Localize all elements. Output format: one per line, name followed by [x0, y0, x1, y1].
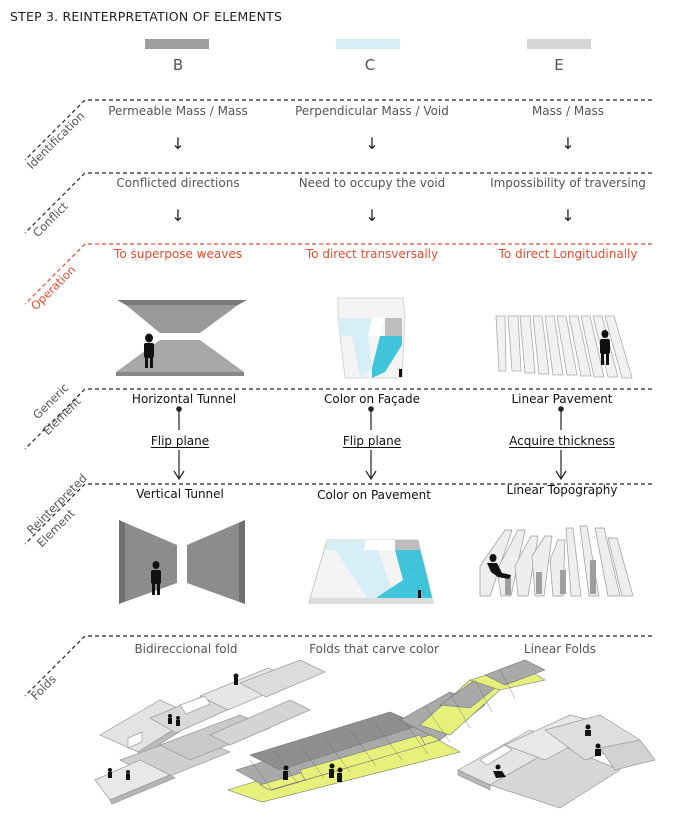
folds-c: Folds that carve color: [309, 642, 439, 656]
arrow-down-icon: ↓: [561, 206, 575, 225]
arrow-down-icon: ↓: [171, 134, 185, 153]
folds-b: Bidireccional fold: [134, 642, 238, 656]
column-c-letter: C: [364, 56, 376, 74]
color-on-pavement-illustration: [308, 539, 434, 604]
reinterpreted-c: Color on Pavement: [317, 488, 431, 502]
identification-e: Mass / Mass: [531, 104, 605, 118]
column-c-swatch: [336, 39, 400, 49]
reinterpreted-b: Vertical Tunnel: [136, 487, 224, 501]
page-title: STEP 3. REINTERPRETATION OF ELEMENTS: [10, 9, 283, 24]
horizontal-tunnel-illustration: [116, 300, 247, 376]
transform-b: Flip plane: [150, 434, 210, 448]
identification-c: Perpendicular Mass / Void: [295, 104, 449, 118]
transform-e: Acquire thickness: [509, 434, 615, 448]
reinterpreted-e: Linear Topography: [506, 483, 618, 497]
column-e-letter: E: [554, 56, 564, 74]
conflict-e: Impossibility of traversing: [490, 176, 646, 190]
column-b-swatch: [145, 39, 209, 49]
vertical-tunnel-illustration: [119, 520, 245, 604]
identification-b: Permeable Mass / Mass: [108, 104, 248, 118]
conflict-c: Need to occupy the void: [298, 176, 446, 190]
arrow-down-icon: ↓: [365, 134, 379, 153]
generic-c: Color on Façade: [323, 392, 420, 406]
generic-b: Horizontal Tunnel: [131, 392, 237, 406]
color-on-facade-illustration: [337, 297, 406, 379]
conflict-b: Conflicted directions: [116, 176, 240, 190]
folds-e: Linear Folds: [523, 642, 597, 656]
arrow-down-icon: ↓: [365, 206, 379, 225]
bidirectional-fold-illustration: [94, 659, 326, 805]
arrow-down-icon: ↓: [171, 206, 185, 225]
column-e-swatch: [527, 39, 591, 49]
operation-c: To direct transversally: [305, 247, 439, 261]
transform-c: Flip plane: [342, 434, 402, 448]
operation-b: To superpose weaves: [114, 247, 242, 261]
operation-e: To direct Longitudinally: [498, 247, 638, 261]
generic-e: Linear Pavement: [511, 392, 613, 406]
linear-folds-illustration: [457, 714, 656, 809]
arrow-down-icon: ↓: [561, 134, 575, 153]
column-b-letter: B: [172, 56, 184, 74]
linear-pavement-illustration: [495, 315, 633, 379]
